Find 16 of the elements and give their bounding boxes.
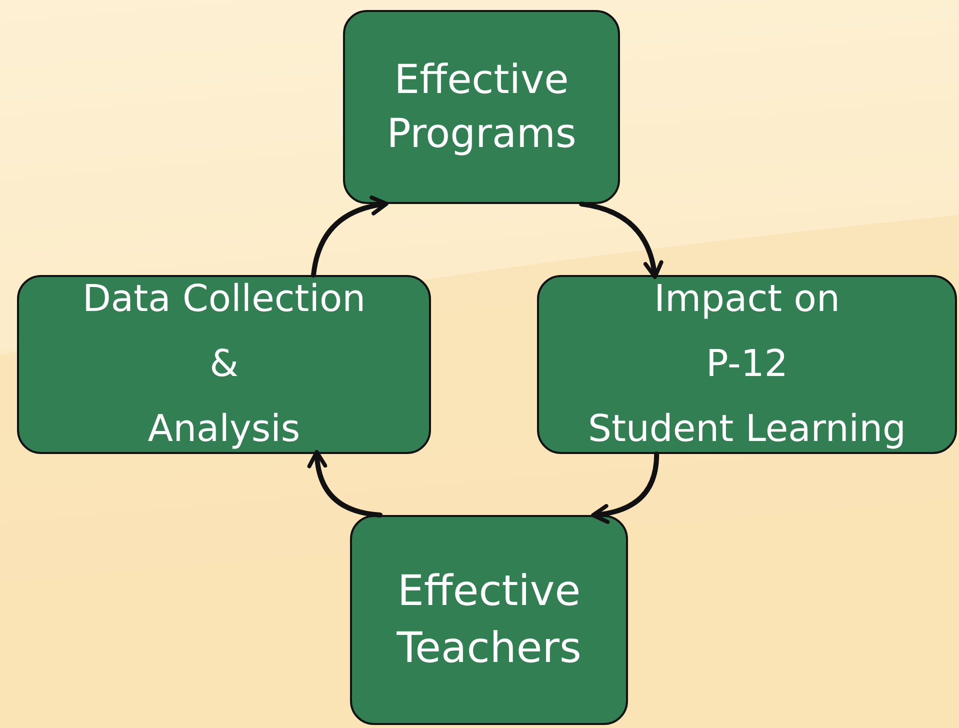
curved-arrow xyxy=(579,202,663,279)
box-label: Analysis xyxy=(146,406,302,452)
box-label: P-12 xyxy=(705,341,789,388)
process-box xyxy=(17,275,431,454)
box-label: Impact on xyxy=(653,276,841,322)
box-label: & xyxy=(208,341,240,388)
box-label: Student Learning xyxy=(586,406,908,452)
box-label: Effective Programs xyxy=(386,56,578,159)
curved-arrow xyxy=(311,196,388,278)
process-box xyxy=(537,275,957,454)
process-box xyxy=(350,515,628,725)
process-box xyxy=(343,10,620,204)
curved-arrow xyxy=(308,450,383,518)
box-label: Data Collection xyxy=(81,276,367,322)
curved-arrow xyxy=(591,452,660,524)
box-label: Effective Teachers xyxy=(396,565,582,674)
